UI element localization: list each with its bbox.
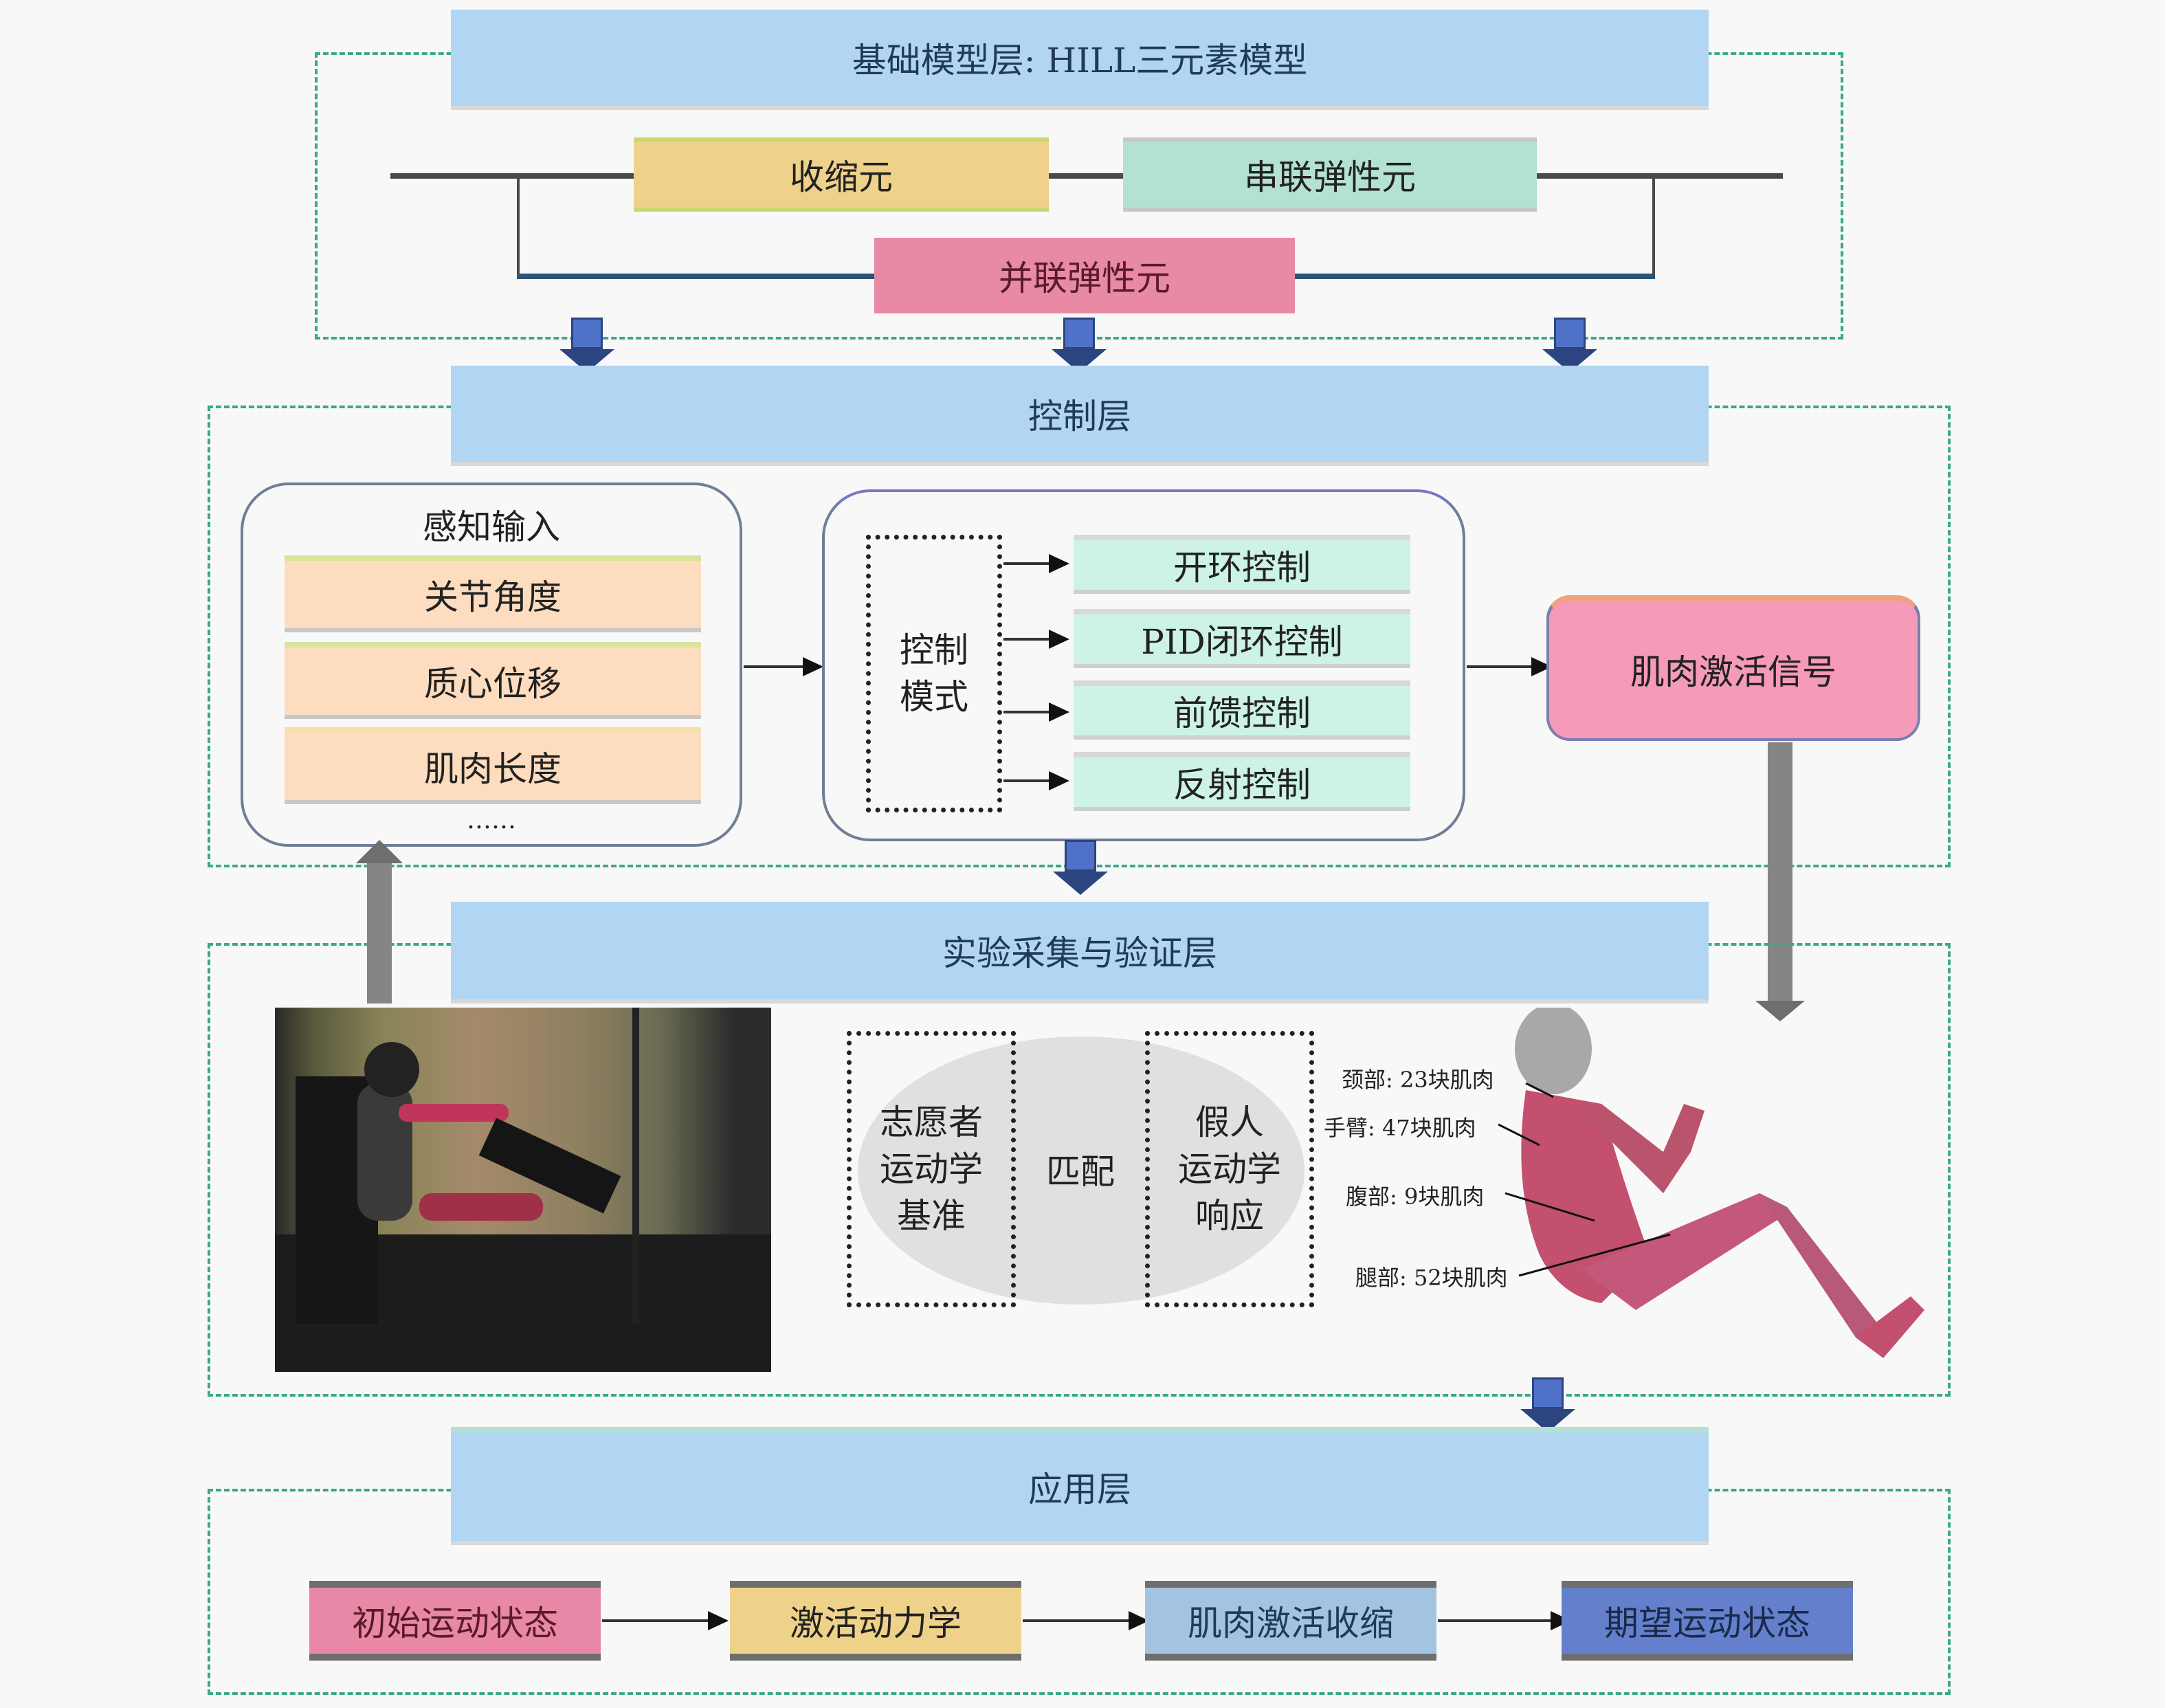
- arrow-control-to-activation: [1467, 665, 1535, 668]
- match-label: 匹配: [1046, 1152, 1115, 1192]
- top-wire-left: [390, 173, 635, 179]
- arrow-head-icon: [1049, 554, 1069, 573]
- model-thigh: [1581, 1193, 1787, 1310]
- parallel-wire-left-bottom: [517, 274, 876, 279]
- gray-arrow-shaft: [367, 862, 392, 1003]
- foundation-layer-title: 基础模型层: HILL三元素模型: [451, 10, 1709, 106]
- muscle-activation-signal: 肌肉激活信号: [1546, 595, 1920, 741]
- photo-subject-arm: [399, 1104, 509, 1122]
- model-torso: [1521, 1090, 1650, 1303]
- down-arrow-icon: [1053, 840, 1108, 895]
- leader-neck: [1525, 1082, 1554, 1098]
- photo-tripod: [632, 1008, 639, 1324]
- volunteer-frame: [847, 1031, 1016, 1307]
- control-mode-reflex: 反射控制: [1074, 752, 1410, 811]
- perception-item-muscle-length: 肌肉长度: [285, 727, 701, 804]
- top-wire-right: [1535, 173, 1783, 179]
- parallel-wire-right-bottom: [1295, 274, 1655, 279]
- control-mode-open-loop: 开环控制: [1074, 535, 1410, 594]
- leader-abdomen: [1505, 1192, 1595, 1222]
- step-desired-motion-state: 期望运动状态: [1562, 1581, 1853, 1661]
- dummy-line: 运动学: [1178, 1149, 1281, 1189]
- dummy-kinematics-response: 假人 运动学 响应: [1145, 1031, 1314, 1307]
- human-body-model: [1498, 1008, 1924, 1358]
- dummy-line: 假人: [1195, 1102, 1264, 1142]
- leader-leg: [1518, 1233, 1671, 1277]
- parallel-elastic-element: 并联弹性元: [874, 238, 1295, 313]
- volunteer-line: 基准: [897, 1196, 966, 1236]
- model-head: [1515, 1008, 1592, 1094]
- model-foot: [1856, 1296, 1924, 1358]
- perception-heading: 感知输入: [423, 507, 560, 547]
- model-shin: [1759, 1193, 1883, 1338]
- photo-subject-head: [364, 1042, 419, 1097]
- volunteer-line: 志愿者: [880, 1102, 983, 1142]
- arrow-head-icon: [1049, 771, 1069, 790]
- application-layer-title: 应用层: [451, 1427, 1709, 1541]
- model-label-neck: 颈部: 23块肌肉: [1342, 1067, 1494, 1093]
- photo-subject-leg: [419, 1193, 543, 1221]
- arrow-head-icon: [1049, 630, 1069, 649]
- control-layer-title: 控制层: [451, 366, 1709, 462]
- model-label-abdomen: 腹部: 9块肌肉: [1346, 1184, 1485, 1210]
- control-mode-label: 控制 模式: [866, 535, 1002, 812]
- arrow-head-icon: [803, 657, 823, 676]
- control-mode-feedforward: 前馈控制: [1074, 680, 1410, 740]
- model-label-leg: 腿部: 52块肌肉: [1355, 1265, 1508, 1291]
- leader-arm: [1498, 1123, 1540, 1146]
- down-arrow-icon: [1052, 318, 1107, 373]
- gray-arrow-shaft: [1768, 742, 1792, 1003]
- perception-item-joint-angle: 关节角度: [285, 555, 701, 632]
- perception-ellipsis: ……: [467, 806, 516, 834]
- series-elastic-element: 串联弹性元: [1123, 137, 1537, 212]
- down-arrow-icon: [559, 318, 614, 373]
- dummy-line: 响应: [1195, 1196, 1264, 1236]
- arrow-step-2-3: [1023, 1619, 1133, 1622]
- step-initial-motion-state: 初始运动状态: [309, 1581, 601, 1661]
- arrow-head-icon: [1049, 702, 1069, 722]
- down-arrow-icon: [1542, 318, 1597, 373]
- perception-item-com-displacement: 质心位移: [285, 642, 701, 719]
- dummy-frame: [1145, 1031, 1314, 1307]
- control-mode-label-line2: 模式: [900, 677, 968, 717]
- volunteer-kinematics-baseline: 志愿者 运动学 基准: [847, 1031, 1016, 1307]
- arrow-to-reflex: [1003, 779, 1052, 782]
- control-mode-label-frame: [866, 535, 1002, 812]
- gray-up-arrow-icon: [356, 840, 403, 863]
- step-muscle-activation-contraction: 肌肉激活收缩: [1145, 1581, 1436, 1661]
- gray-down-arrow-icon: [1755, 1001, 1805, 1021]
- arrow-step-1-2: [602, 1619, 712, 1622]
- step-activation-dynamics: 激活动力学: [730, 1581, 1021, 1661]
- model-label-arm: 手臂: 47块肌肉: [1324, 1115, 1476, 1141]
- control-mode-label-line1: 控制: [900, 630, 968, 670]
- experiment-layer-title: 实验采集与验证层: [451, 902, 1709, 999]
- top-wire-middle: [1049, 173, 1124, 179]
- arrow-to-pid: [1003, 638, 1052, 641]
- arrow-head-icon: [708, 1611, 729, 1630]
- experiment-photo: [275, 1008, 771, 1372]
- control-mode-pid: PID闭环控制: [1074, 609, 1410, 668]
- arrow-to-open-loop: [1003, 562, 1052, 565]
- down-arrow-icon: [1520, 1377, 1575, 1432]
- contractile-element: 收缩元: [634, 137, 1049, 212]
- volunteer-line: 运动学: [880, 1149, 983, 1189]
- parallel-wire-right-vertical: [1652, 176, 1655, 278]
- parallel-wire-left-vertical: [517, 176, 520, 278]
- model-arm: [1581, 1104, 1705, 1193]
- arrow-step-3-4: [1438, 1619, 1555, 1622]
- match-ellipse: [858, 1036, 1304, 1305]
- arrow-to-feedforward: [1003, 711, 1052, 713]
- arrow-perception-to-control: [744, 665, 806, 668]
